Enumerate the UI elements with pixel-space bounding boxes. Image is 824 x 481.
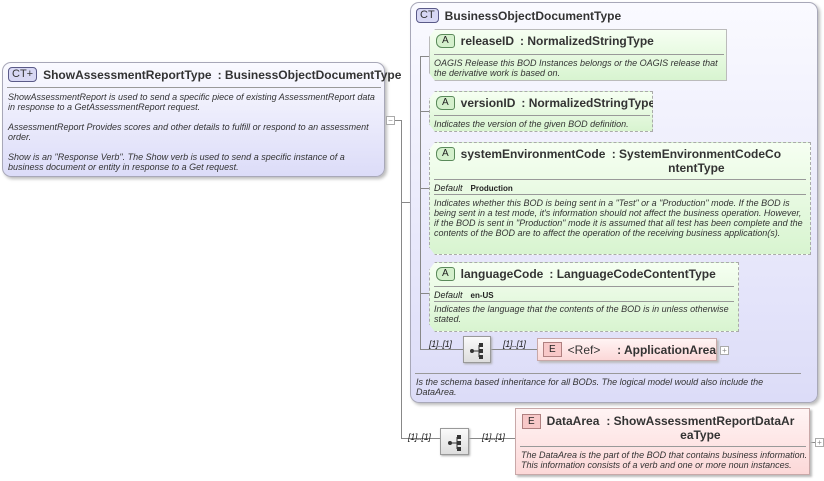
connector	[810, 442, 816, 443]
element-description: The DataArea is the part of the BOD that…	[521, 450, 808, 470]
description-paragraph: ShowAssessmentReport is used to send a s…	[8, 92, 375, 112]
connector	[469, 438, 515, 439]
multiplicity: [1]..[1]	[408, 432, 431, 442]
attribute-description: Indicates the language that the contents…	[434, 304, 729, 324]
complex-type-icon: CT+	[8, 67, 38, 82]
sequence-icon[interactable]	[463, 336, 491, 363]
element-type: : ApplicationArea	[617, 342, 716, 357]
attribute-type: : NormalizedStringType	[521, 96, 656, 110]
element-application-area[interactable]: E <Ref> : ApplicationArea	[537, 338, 717, 361]
expand-button[interactable]: +	[815, 438, 824, 447]
attribute-description: Indicates the version of the given BOD d…	[434, 119, 629, 129]
connector	[491, 349, 537, 350]
connector	[392, 120, 401, 121]
complex-type-icon: CT	[416, 8, 439, 23]
description-paragraph: Show is an "Response Verb". The Show ver…	[8, 152, 345, 172]
type-name: ShowAssessmentReportType	[43, 67, 212, 82]
attribute-type: : SystemEnvironmentCodeContentType	[611, 147, 782, 175]
type-description: Is the schema based inheritance for all …	[416, 377, 764, 397]
element-icon: E	[543, 342, 562, 357]
attribute-icon: A	[436, 147, 455, 161]
connector	[420, 56, 421, 350]
element-type: : ShowAssessmentReportDataAreaType	[606, 414, 795, 442]
multiplicity: [1]..[1]	[503, 339, 526, 349]
default-value: Production	[470, 184, 513, 193]
attribute-name: systemEnvironmentCode	[460, 147, 606, 161]
attribute-name: versionID	[460, 96, 516, 110]
sequence-icon[interactable]	[440, 428, 469, 455]
connector	[420, 349, 463, 350]
divider	[7, 87, 381, 88]
default-label: Default	[434, 183, 463, 193]
connector	[420, 188, 429, 189]
multiplicity: [1]..[1]	[429, 339, 452, 349]
element-icon: E	[522, 414, 541, 429]
attribute-type: : LanguageCodeContentType	[549, 267, 716, 281]
default-value: en-US	[470, 291, 494, 300]
connector	[401, 120, 402, 439]
connector	[401, 438, 440, 439]
attribute-icon: A	[436, 34, 455, 48]
expand-button[interactable]: +	[720, 346, 729, 355]
attribute-description: OAGIS Release this BOD Instances belongs…	[434, 58, 718, 78]
collapse-button[interactable]: −	[386, 116, 395, 125]
element-data-area[interactable]: E DataArea : ShowAssessmentReportDataAre…	[515, 408, 810, 475]
attribute-name: languageCode	[460, 267, 544, 281]
multiplicity: [1]..[1]	[482, 432, 505, 442]
connector	[420, 56, 429, 57]
connector	[420, 293, 429, 294]
attribute-type: : NormalizedStringType	[520, 34, 654, 48]
type-description: ShowAssessmentReport is used to send a s…	[8, 92, 380, 172]
complex-type-show-assessment-report[interactable]: CT+ ShowAssessmentReportType : BusinessO…	[2, 62, 401, 177]
element-name: <Ref>	[567, 342, 601, 357]
type-name: BusinessObjectDocumentType	[444, 8, 622, 23]
type-base: : BusinessObjectDocumentType	[217, 67, 402, 82]
default-label: Default	[434, 290, 463, 300]
attribute-description: Indicates whether this BOD is being sent…	[434, 198, 803, 238]
connector	[420, 111, 429, 112]
attribute-icon: A	[436, 267, 455, 281]
attribute-name: releaseID	[460, 34, 515, 48]
element-name: DataArea	[546, 414, 600, 428]
attribute-icon: A	[436, 96, 455, 110]
description-paragraph: AssessmentReport Provides scores and oth…	[8, 122, 369, 142]
connector	[401, 202, 410, 203]
